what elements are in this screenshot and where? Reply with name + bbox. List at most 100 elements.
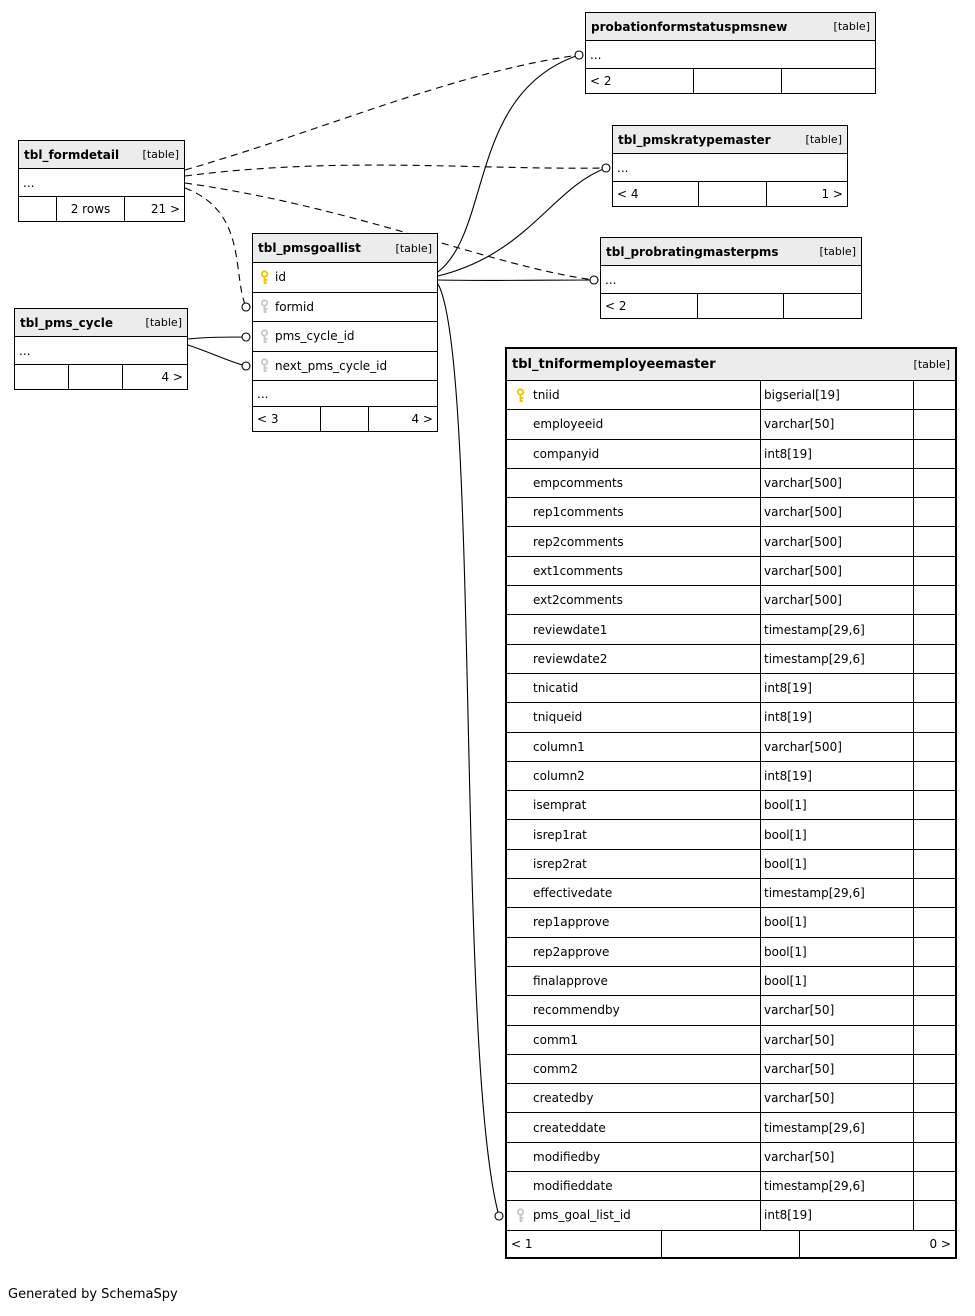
table-type-tag: [table] bbox=[395, 241, 432, 255]
index-cell bbox=[913, 556, 955, 586]
column-name: tnicatid bbox=[533, 681, 579, 696]
table-title[interactable]: tbl_tniformemployeemaster bbox=[512, 357, 716, 372]
footer-cell: < 1 bbox=[507, 1230, 662, 1257]
table-title[interactable]: tbl_pmskratypemaster bbox=[618, 132, 771, 147]
column-type: varchar[50] bbox=[760, 996, 913, 1025]
key-cell bbox=[507, 1084, 533, 1112]
footer-cell: < 3 bbox=[253, 407, 321, 431]
index-cell bbox=[913, 439, 955, 468]
column-type: varchar[500] bbox=[760, 556, 913, 586]
index-cell bbox=[913, 498, 955, 527]
columns-ellipsis-row: ... bbox=[15, 337, 187, 365]
index-cell bbox=[913, 1084, 955, 1113]
key-cell bbox=[507, 879, 533, 907]
column-type: varchar[50] bbox=[760, 410, 913, 439]
key-cell bbox=[507, 733, 533, 761]
table-footer: < 1 0 > bbox=[507, 1230, 955, 1257]
column-name: ext2comments bbox=[533, 593, 623, 608]
column-name: companyid bbox=[533, 446, 600, 461]
table-header[interactable]: tbl_tniformemployeemaster[table] bbox=[507, 349, 955, 381]
relationship-endpoint-circle bbox=[601, 163, 611, 173]
key-cell bbox=[507, 440, 533, 468]
column-name: pms_cycle_id bbox=[275, 329, 355, 344]
column-name: ... bbox=[19, 343, 31, 358]
primary-key-icon bbox=[259, 270, 270, 285]
relationship-endpoint-circle bbox=[241, 361, 251, 371]
table-header[interactable]: tbl_pmskratypemaster [table] bbox=[613, 126, 847, 154]
table-header[interactable]: tbl_probratingmasterpms[table] bbox=[601, 238, 861, 266]
column-row-next_pms_cycle_id: next_pms_cycle_id bbox=[253, 352, 437, 381]
table-title[interactable]: tbl_probratingmasterpms bbox=[606, 244, 779, 259]
table-probationformstatuspmsnew: probationformstatuspmsnew[table]...< 2 bbox=[585, 12, 876, 94]
table-header[interactable]: tbl_formdetail[table] bbox=[19, 141, 184, 169]
table-title[interactable]: tbl_formdetail bbox=[24, 147, 120, 162]
columns-ellipsis-row: ... bbox=[601, 266, 861, 294]
column-row-companyid: companyid int8[19] bbox=[507, 439, 955, 469]
column-row-pms_cycle_id: pms_cycle_id bbox=[253, 322, 437, 352]
column-name: ... bbox=[23, 175, 35, 190]
footer-cell: 1 > bbox=[821, 187, 843, 201]
key-cell bbox=[253, 263, 275, 292]
index-cell bbox=[913, 820, 955, 849]
column-name: isrep1rat bbox=[533, 827, 587, 842]
key-cell bbox=[507, 557, 533, 585]
footer-cell: 0 > bbox=[929, 1236, 951, 1251]
foreign-key-icon bbox=[259, 358, 270, 373]
foreign-key-icon bbox=[259, 299, 270, 314]
table-header[interactable]: tbl_pmsgoallist [table] bbox=[253, 234, 437, 263]
key-cell bbox=[253, 322, 275, 351]
index-cell bbox=[913, 937, 955, 966]
key-cell bbox=[507, 820, 533, 848]
relationship-tbl_formdetail-to-tbl_pmsgoallist.formid bbox=[184, 187, 247, 308]
key-cell bbox=[507, 791, 533, 819]
key-cell bbox=[253, 352, 275, 381]
relationship-tbl_formdetail-to-probationformstatuspmsnew bbox=[184, 54, 580, 171]
table-header[interactable]: probationformstatuspmsnew[table] bbox=[586, 13, 875, 41]
table-header[interactable]: tbl_pms_cycle[table] bbox=[15, 309, 187, 337]
index-cell bbox=[913, 1054, 955, 1084]
table-type-tag: [table] bbox=[805, 133, 842, 146]
table-title[interactable]: probationformstatuspmsnew bbox=[591, 19, 788, 34]
columns-ellipsis-row: ... bbox=[253, 381, 437, 407]
columns-ellipsis-row: ... bbox=[613, 154, 847, 182]
index-cell bbox=[913, 644, 955, 673]
footer-cell bbox=[782, 69, 875, 93]
index-cell bbox=[913, 1142, 955, 1172]
column-name: formid bbox=[275, 299, 314, 314]
column-type: bigserial[19] bbox=[760, 381, 913, 410]
relationship-tbl_pmsgoallist.id-to-tbl_tniformemployeemaster.pms_goal_list_id bbox=[437, 283, 500, 1217]
column-name: rep1comments bbox=[533, 505, 624, 520]
column-name: reviewdate2 bbox=[533, 651, 608, 666]
column-name: isemprat bbox=[533, 798, 587, 813]
column-row-id: id bbox=[253, 263, 437, 293]
index-cell bbox=[913, 1025, 955, 1054]
column-name: createdby bbox=[533, 1091, 594, 1106]
index-cell bbox=[913, 527, 955, 556]
column-name: empcomments bbox=[533, 476, 623, 491]
relationship-endpoint-circle bbox=[494, 1211, 504, 1221]
table-footer: < 2 bbox=[601, 294, 861, 318]
column-type: varchar[500] bbox=[760, 732, 913, 761]
column-type: int8[19] bbox=[760, 439, 913, 468]
column-row-empcomments: empcomments varchar[500] bbox=[507, 468, 955, 499]
column-type: varchar[500] bbox=[760, 468, 913, 498]
column-type: bool[1] bbox=[760, 908, 913, 937]
table-title[interactable]: tbl_pmsgoallist bbox=[258, 241, 361, 255]
index-cell bbox=[913, 703, 955, 732]
footer-cell bbox=[69, 365, 123, 389]
index-cell bbox=[913, 761, 955, 791]
table-title[interactable]: tbl_pms_cycle bbox=[20, 315, 113, 330]
column-name: ... bbox=[617, 160, 629, 175]
relationship-tbl_formdetail-to-tbl_pmskratypemaster bbox=[184, 164, 607, 177]
